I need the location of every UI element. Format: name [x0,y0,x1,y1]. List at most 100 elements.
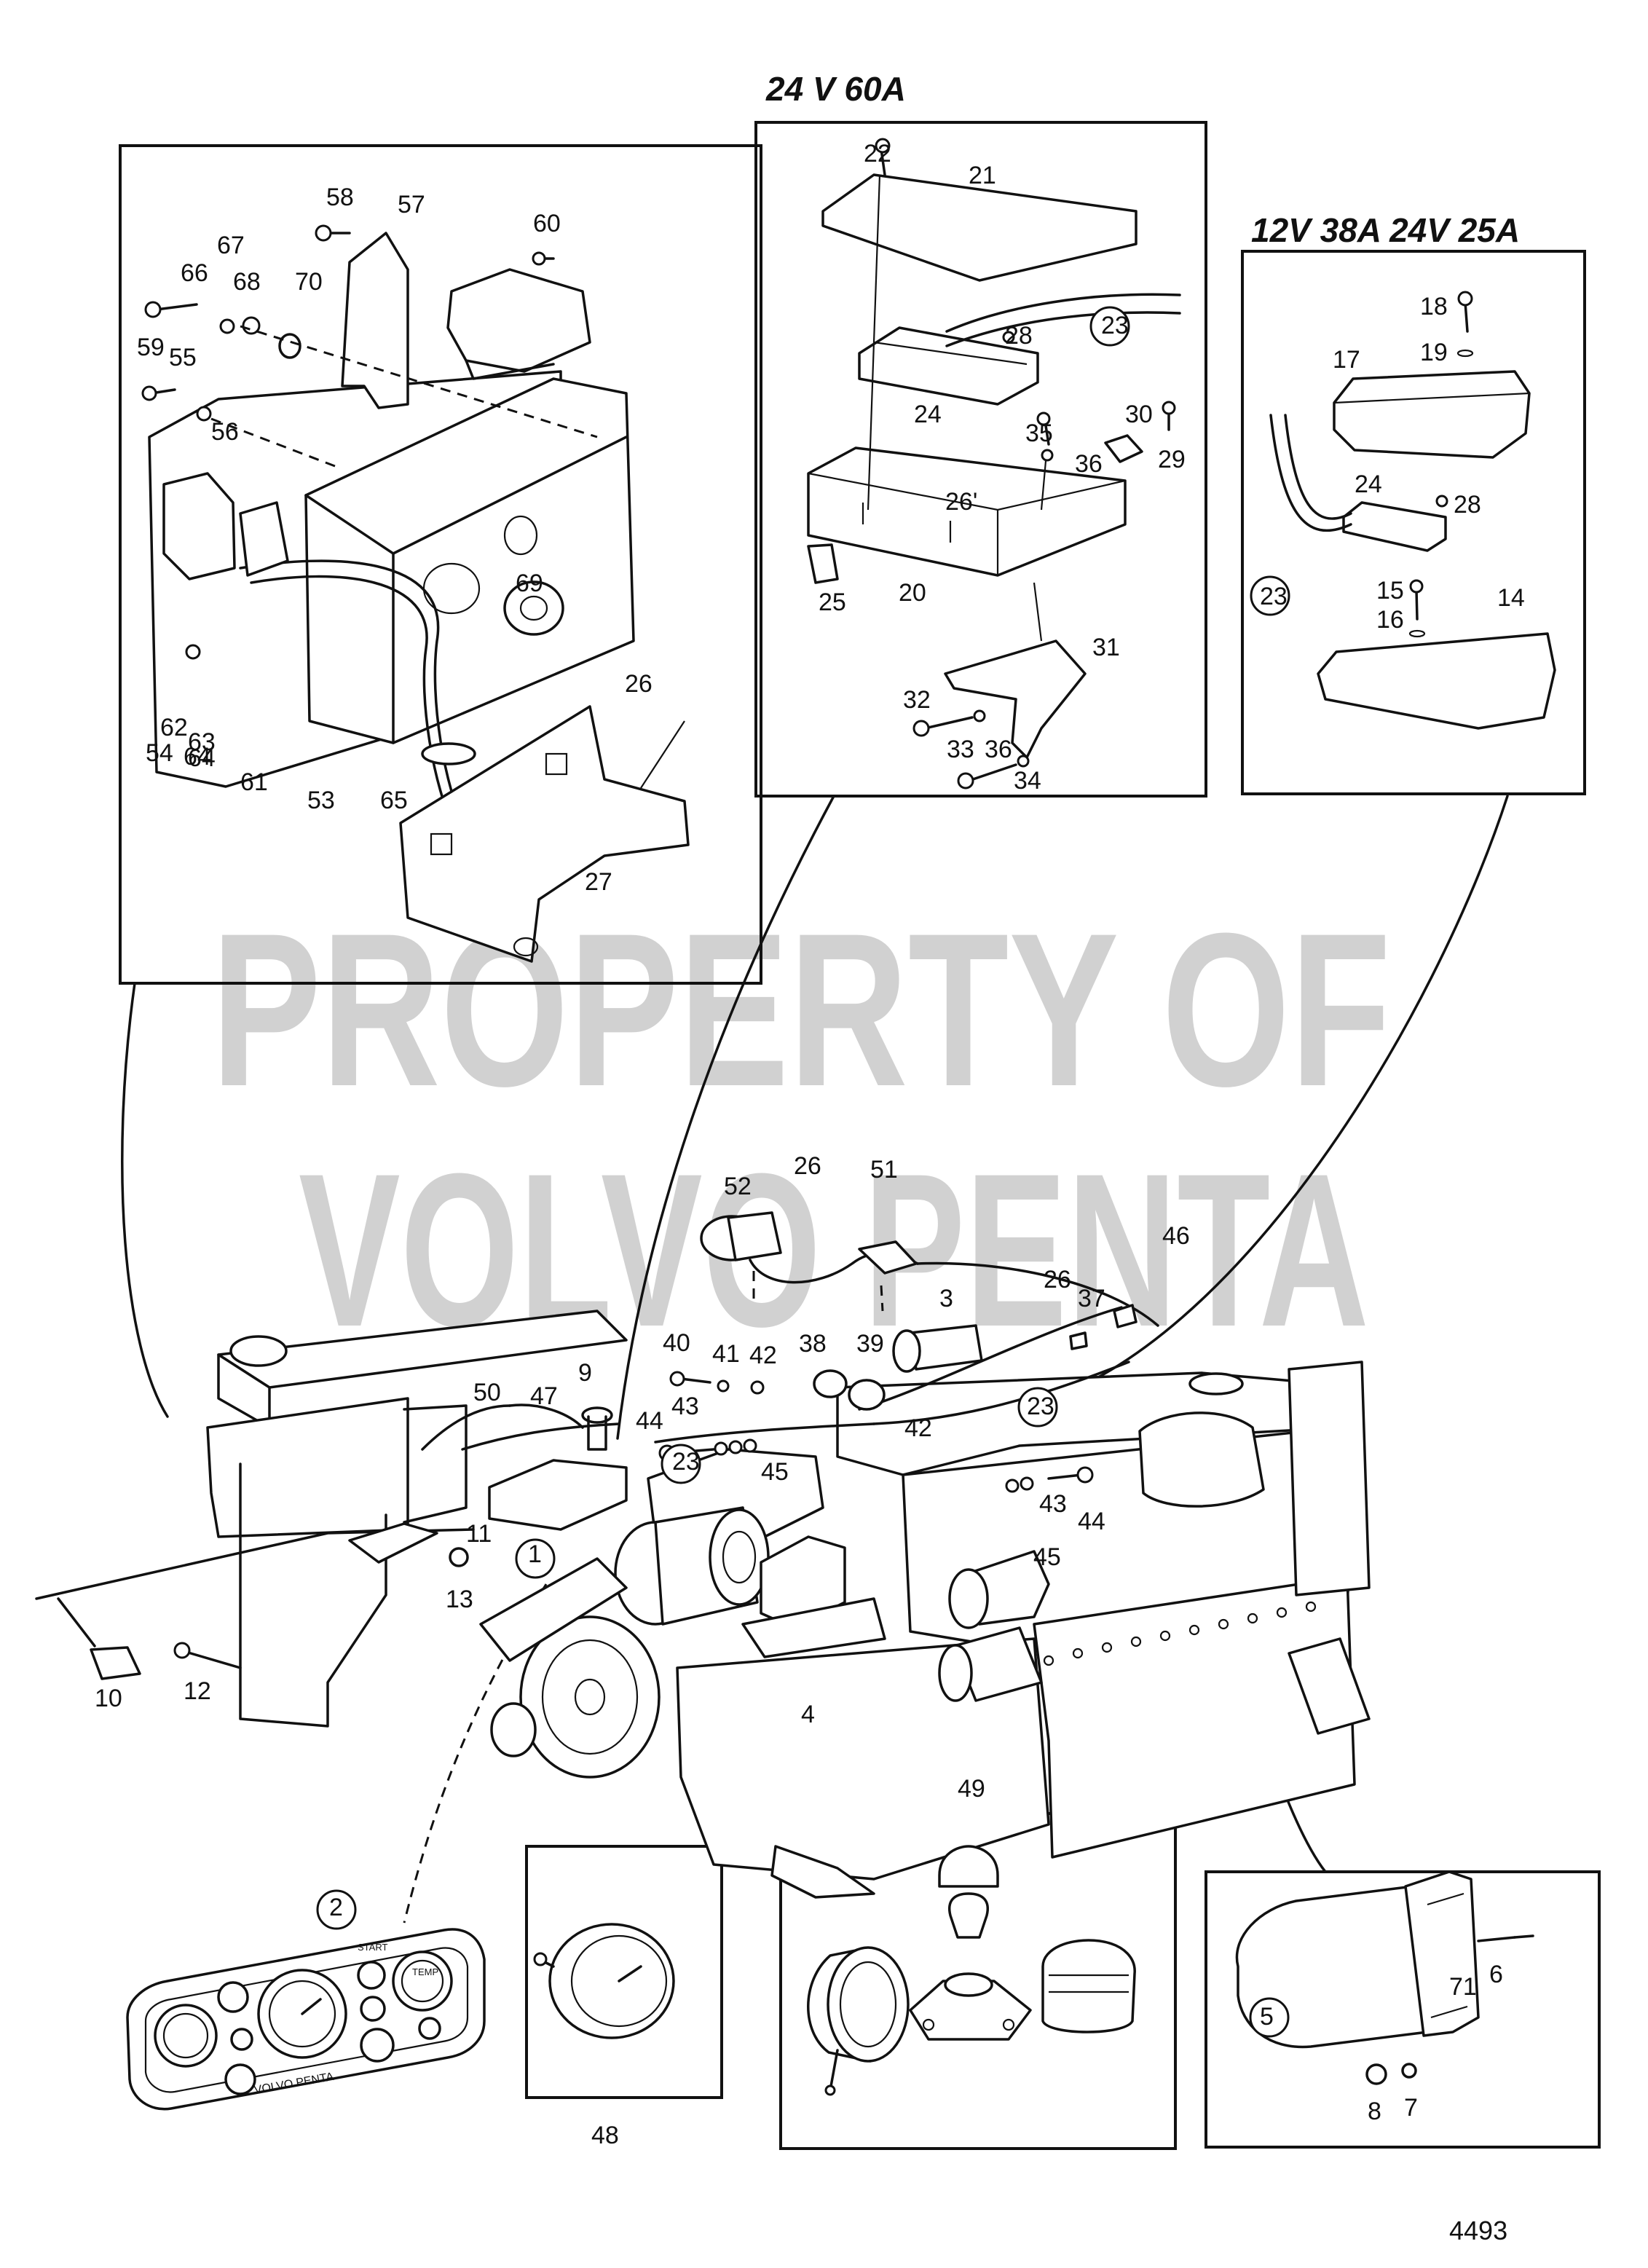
part-number-label: 28 [1005,322,1033,350]
part-number-label: 49 [958,1775,985,1803]
part-number-label: 63 [188,728,216,756]
part-number-label: 61 [240,768,268,796]
right-detail-box [1241,250,1586,795]
part-number-label: 41 [712,1340,740,1368]
middle-box-art [807,138,1181,790]
part-number-label: 44 [1078,1508,1105,1535]
part-number-label: 56 [211,418,239,446]
part-number-label: 68 [233,268,261,296]
part-number-label: 54 [146,739,173,767]
part-number-label: 15 [1376,577,1404,605]
part-number-label: 14 [1497,584,1525,612]
part-number-label: 66 [181,259,208,287]
part-number-label: 35 [1025,420,1053,447]
part-number-label: 18 [1420,293,1448,320]
part-number-label: 6 [1489,1961,1503,1988]
part-number-label: 8 [1368,2098,1381,2125]
part-number-label: 33 [947,736,974,763]
main-assembly-art [35,1211,1371,1899]
part-number-label: 37 [1078,1285,1105,1312]
part-number-label: 45 [1033,1543,1061,1571]
part-number-label: 38 [799,1330,827,1358]
watermark-line1: PROPERTY OF [211,887,1391,1132]
part-number-label: 36 [985,736,1012,763]
part-number-label: 28 [1454,491,1481,519]
part-number-label: 26 [794,1152,821,1180]
part-number-label: 71 [1449,1973,1477,2001]
left-detail-box [119,144,762,985]
part-number-label: 1 [528,1540,542,1568]
part-number-label: 50 [473,1379,501,1406]
part-number-label: 23 [1101,312,1129,339]
part-number-label: 69 [516,570,543,597]
part-number-label: 47 [530,1382,558,1410]
part-number-label: 19 [1420,339,1448,366]
part-number-label: 48 [591,2122,619,2149]
part-number-label: 17 [1333,346,1360,374]
figure-number: 4493 [1449,2216,1507,2245]
part-number-label: 25 [819,588,846,616]
part-number-label: 65 [380,787,408,814]
part-number-label: 26 [1044,1266,1071,1294]
part-number-label: 11 [466,1520,492,1548]
part-number-label: 62 [160,714,188,741]
part-number-label: 42 [904,1414,932,1442]
part-number-label: 55 [169,344,197,371]
right-box-art [1269,291,1556,730]
part-number-label: 64 [184,743,211,771]
part-number-label: 70 [295,268,323,296]
part-number-label: 9 [578,1359,592,1387]
part-number-label: 26' [945,488,977,516]
part-number-label: 64 [188,744,216,772]
part-number-label: 23 [1260,583,1288,610]
part-number-label: 45 [761,1458,789,1486]
panel-start-label: START [358,1942,387,1953]
part-number-label: 52 [724,1173,752,1200]
part-number-label: 59 [137,334,165,361]
part-number-label: 13 [446,1586,473,1613]
part-number-label: 24 [914,401,942,428]
gauge-detail-box [525,1845,723,2099]
panel-temp-label: TEMP [412,1966,438,1977]
part-number-label: 34 [1014,767,1041,795]
part-number-label: 39 [856,1330,884,1358]
part-number-label: 27 [585,868,612,896]
part-number-label: 57 [398,191,425,218]
part-number-label: 40 [663,1329,690,1357]
part-number-label: 16 [1376,606,1404,634]
lamp-art [807,1845,1136,2096]
part-number-label: 23 [672,1448,700,1476]
part-number-label: 44 [636,1407,663,1435]
part-number-label: 60 [533,210,561,237]
part-number-label: 20 [899,579,926,607]
connector-lines [121,795,1509,1924]
part-number-label: 58 [326,184,354,211]
part-number-label: 21 [969,162,996,189]
part-number-label: 36 [1075,450,1103,478]
gauge-art [533,1923,675,2039]
header-24v-60a: 24 V 60A [765,70,906,108]
instrument-panel: START TEMP VOLVO PENTA [126,1928,486,2111]
part-number-label: 26 [625,670,653,698]
alarm-detail-box [1205,1870,1601,2149]
circled-markers [316,306,1290,2038]
middle-detail-box [754,121,1207,798]
part-number-label: 29 [1158,446,1186,473]
part-number-label: 31 [1092,634,1120,661]
part-number-label: 30 [1125,401,1153,428]
watermark: PROPERTY OF VOLVO PENTA [211,887,1391,1372]
part-number-label: 46 [1162,1222,1190,1250]
part-number-label: 3 [939,1285,953,1312]
part-number-label: 67 [217,232,245,259]
part-number-label: 7 [1404,2094,1418,2122]
part-number-label: 4 [801,1701,815,1728]
part-number-label: 22 [864,140,891,168]
part-number-label: 12 [184,1677,211,1705]
header-12v38a-24v25a: 12V 38A 24V 25A [1251,211,1520,249]
part-number-label: 24 [1355,470,1382,498]
left-box-art [141,224,690,963]
part-number-label: 53 [307,787,335,814]
part-number-label: 32 [903,686,931,714]
